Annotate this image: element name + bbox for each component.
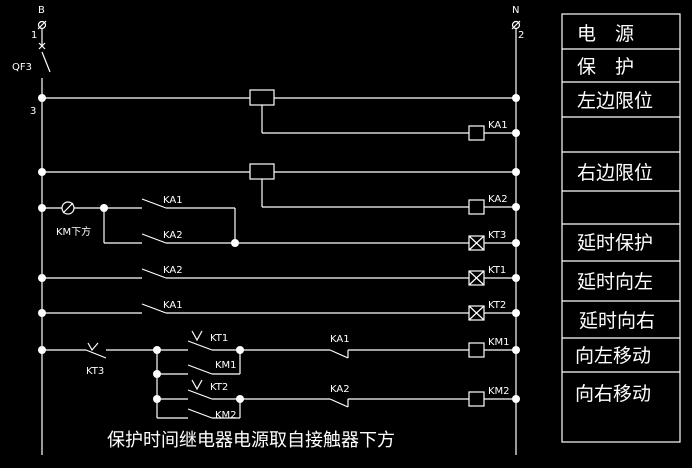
contact-ka2-label: KA2 [163,230,183,241]
contact-ka2-blade-c [329,398,349,408]
coil-kt2-mark-b [468,305,485,321]
coil-kt1-mark-b [468,270,485,286]
terminal-b-slash [37,20,47,30]
contact-ka1-blade-a [141,198,167,209]
table-cell: 延时向右 [579,310,655,332]
coil-ka1-label: KA1 [488,120,508,131]
junction-dot [236,346,244,354]
junction-dot [38,274,46,282]
junction-dot [38,168,46,176]
coil-km1-label: KM1 [488,337,510,348]
contact-kt3-label: KT3 [86,366,104,377]
lamp-cross [62,202,74,214]
junction-dot [512,239,520,247]
junction-dot [512,395,520,403]
junction-dot [512,168,520,176]
contact-ka1-label: KA1 [163,300,183,311]
node-3-label: 3 [30,106,36,117]
contact-km1-blade [187,364,213,375]
junction-dot [153,346,161,354]
coil-kt1-label: KT1 [488,265,506,276]
junction-dot [512,346,520,354]
junction-dot [38,204,46,212]
table-cell: 右边限位 [577,162,653,184]
contact-kt2-blade [187,389,213,400]
junction-dot [100,204,108,212]
coil-ka1-symbol [468,125,485,141]
breaker-cross-b [38,42,46,50]
contact-ka2-blade-b [141,268,167,279]
contact-km2-blade [187,408,213,419]
terminal-n-slash [511,20,521,30]
table-cell: 左边限位 [577,90,653,112]
contact-km1-label: KM1 [215,360,237,371]
contact-ka1-label: KA1 [330,334,350,345]
row0-relay-box [249,89,275,106]
junction-dot [231,239,239,247]
contact-kt3-blade [85,349,107,359]
table-cell: 延时向左 [577,271,653,293]
contact-kt1-blade [187,340,213,351]
junction-dot [38,309,46,317]
terminal-b [37,20,47,30]
contact-kt2-timer-mark [191,379,203,391]
contact-km2-label: KM2 [215,410,237,421]
contact-ka2-label: KA2 [330,384,350,395]
coil-km2-symbol [468,391,485,407]
contact-kt3-timer-mark [87,342,99,352]
contact-ka2-blade-a [141,233,167,244]
contact-ka1-label: KA1 [163,195,183,206]
coil-kt2-label: KT2 [488,300,506,311]
coil-km1-symbol [468,342,485,358]
junction-dot [512,94,520,102]
row1-relay-box [249,163,275,180]
terminal-2-label: 2 [518,30,524,41]
junction-dot [512,203,520,211]
lamp-label: KM下方 [56,225,91,238]
junction-dot [153,370,161,378]
table-cell: 保 护 [577,56,634,78]
coil-kt3-label: KT3 [488,230,506,241]
contact-kt1-timer-mark [191,330,203,342]
contact-ka2-label: KA2 [163,265,183,276]
table-cell: 向右移动 [575,383,651,405]
breaker-blade [41,51,51,73]
coil-ka2-label: KA2 [488,194,508,205]
junction-dot [236,395,244,403]
coil-ka2-symbol [468,199,485,215]
terminal-1-label: 1 [31,30,37,41]
junction-dot [512,129,520,137]
contact-ka1-blade-b [141,303,167,314]
junction-dot [512,309,520,317]
table-cell: 电 源 [577,23,634,45]
terminal-n [511,20,521,30]
table-cell: 向左移动 [575,345,651,367]
table-cell: 延时保护 [577,232,653,254]
breaker-label: QF3 [12,62,32,73]
junction-dot [512,274,520,282]
contact-ka1-blade-c [329,349,349,359]
contact-kt1-label: KT1 [210,333,228,344]
junction-dot [38,346,46,354]
coil-km2-label: KM2 [488,386,510,397]
junction-dot [38,94,46,102]
junction-dot [153,395,161,403]
terminal-b-label: B [38,5,45,16]
terminal-n-label: N [512,5,519,16]
coil-kt3-mark-b [468,235,485,251]
function-table-frame [561,13,681,443]
contact-kt2-label: KT2 [210,382,228,393]
diagram-caption: 保护时间继电器电源取自接触器下方 [107,430,395,451]
